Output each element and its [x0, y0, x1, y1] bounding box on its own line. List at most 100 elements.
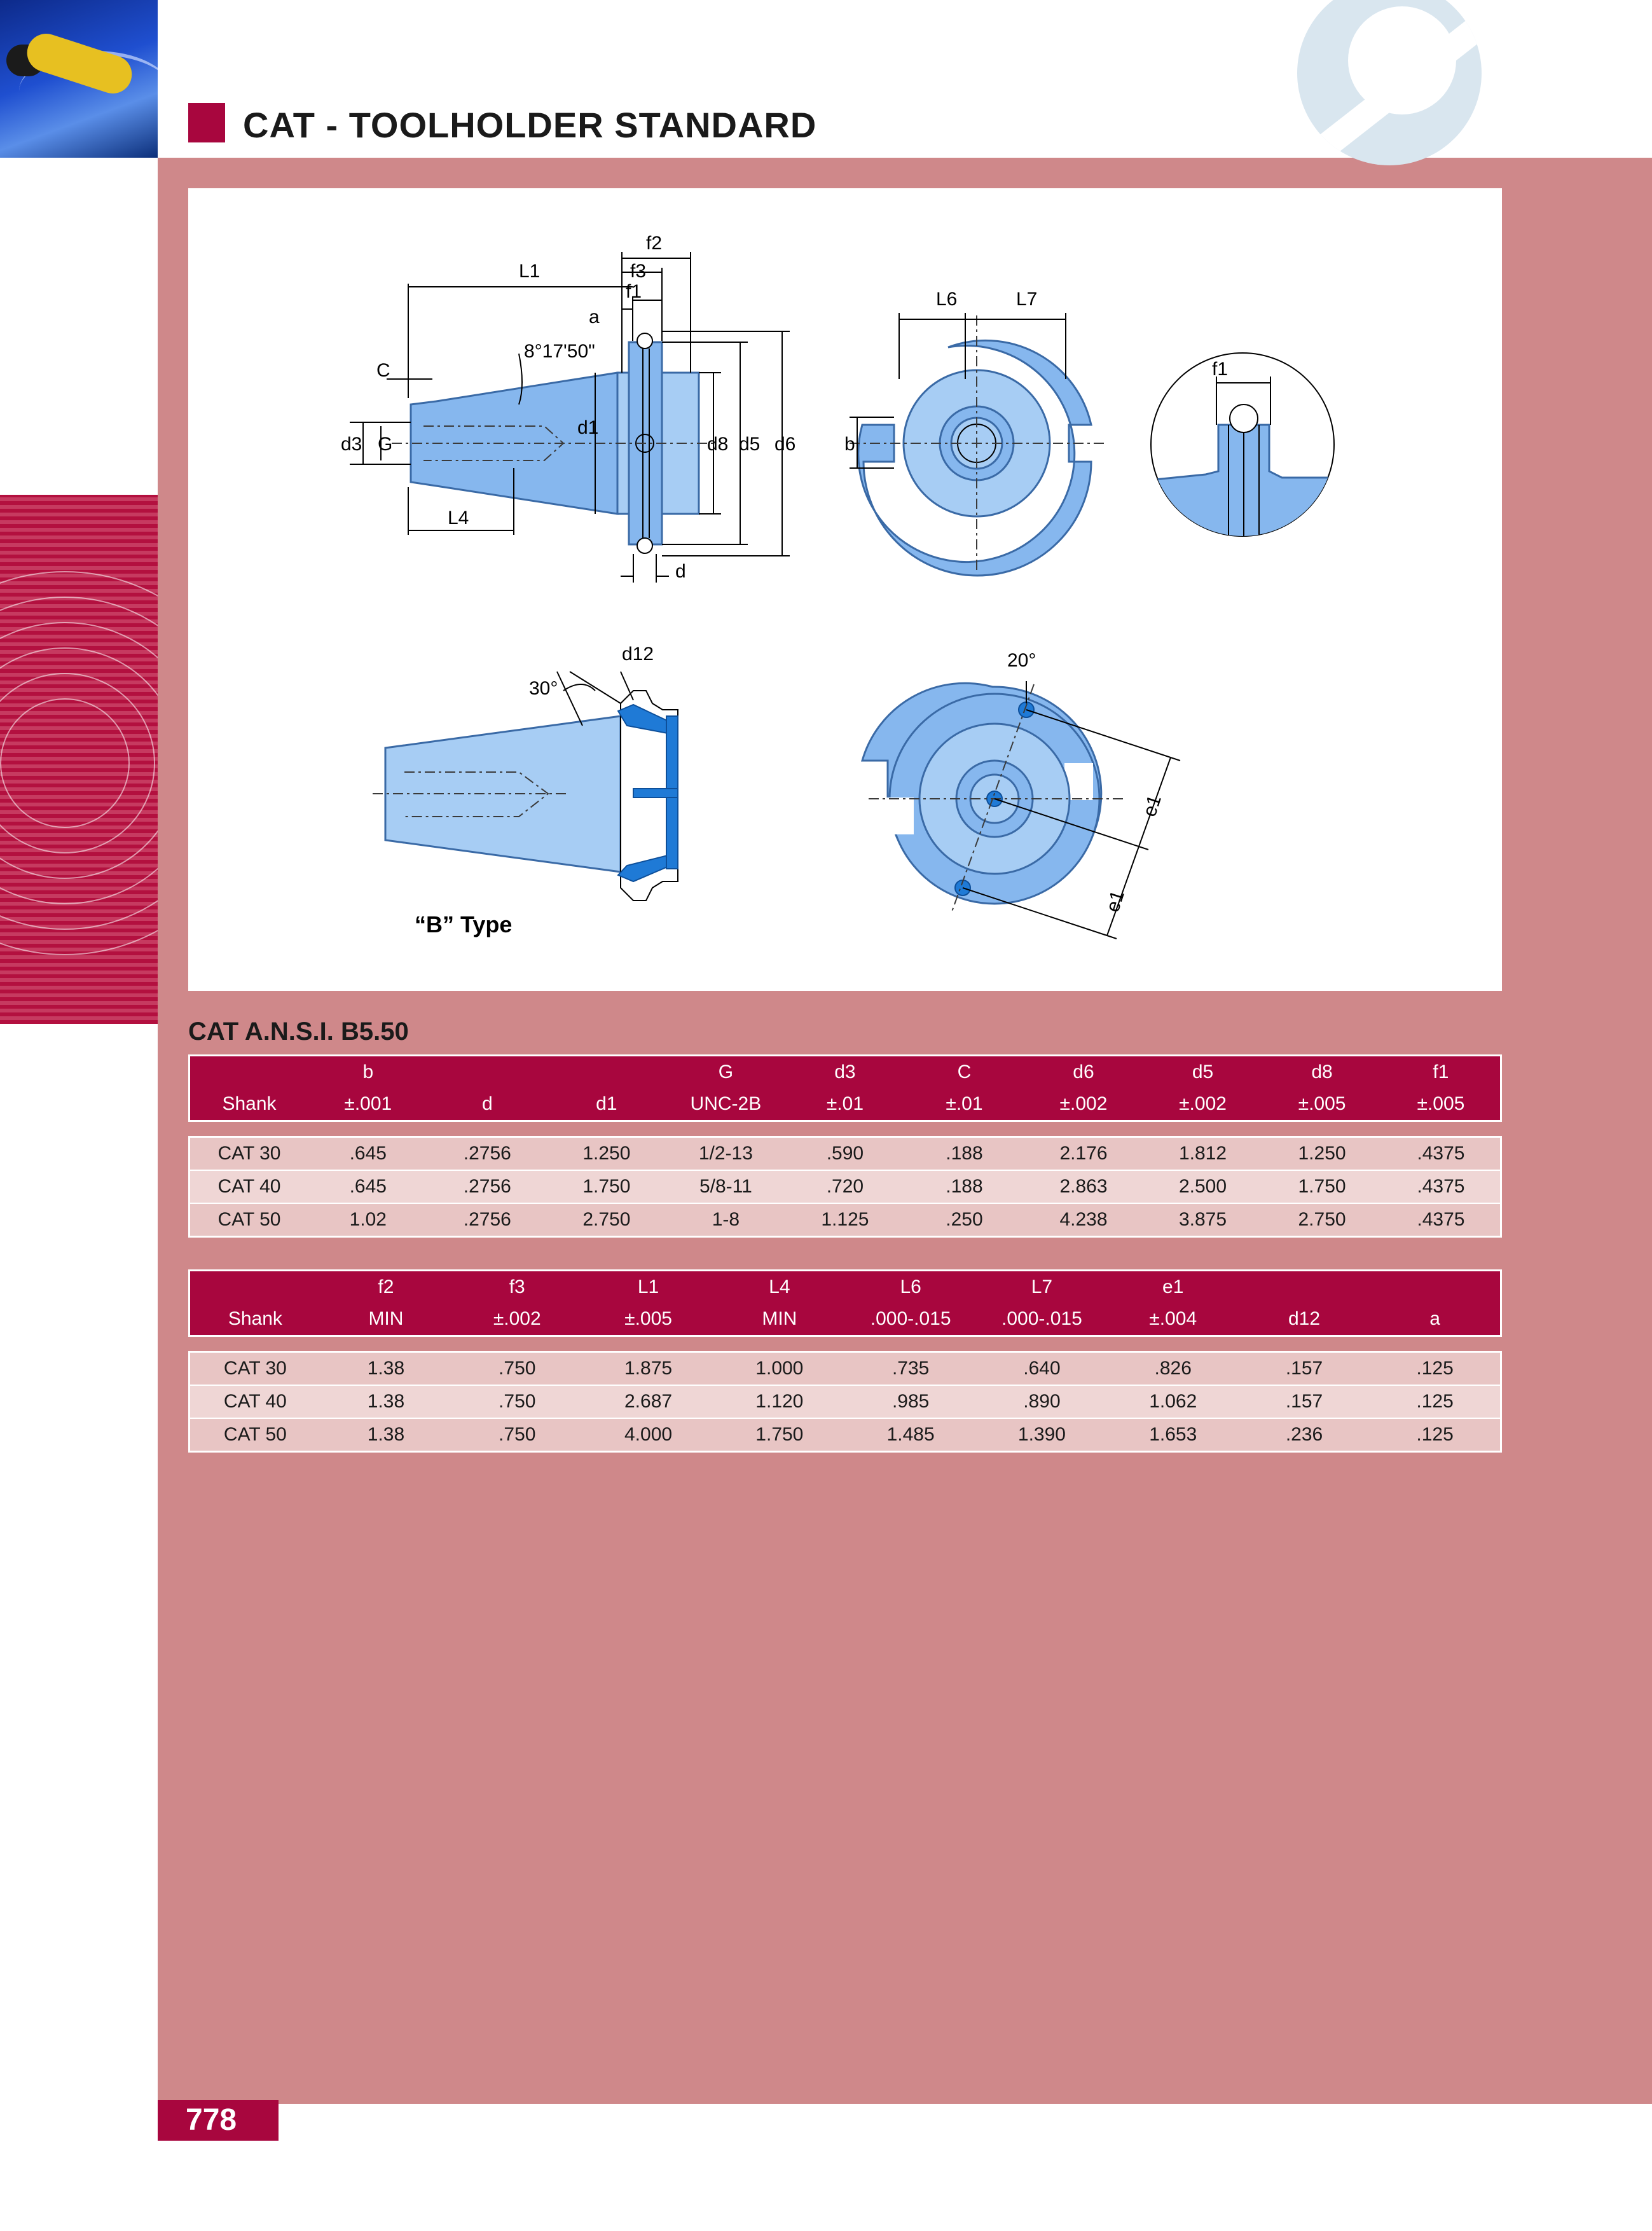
table-cell: 2.750: [547, 1203, 666, 1237]
b-type-caption: “B” Type: [415, 911, 512, 937]
table-cell: .590: [826, 1143, 864, 1164]
table-cell: .125: [1370, 1418, 1501, 1452]
header-cell: ±.002: [493, 1308, 541, 1329]
label-a: a: [589, 307, 600, 328]
label-L1: L1: [519, 261, 540, 282]
table-cell: 2.500: [1143, 1170, 1263, 1203]
table-cell: 1.390: [976, 1418, 1108, 1452]
table-cell: 1.120: [713, 1385, 845, 1418]
header-cell: ±.002: [1179, 1093, 1227, 1114]
table-cell: 1.875: [624, 1358, 673, 1379]
table-cell: 1.38: [367, 1358, 405, 1379]
header-cell: f2: [378, 1276, 394, 1297]
table-cell: 1.38: [320, 1385, 452, 1418]
label-f1: f1: [626, 281, 642, 302]
header-cell: [547, 1056, 666, 1089]
header-cell: ±.005: [1417, 1093, 1465, 1114]
label-d3: d3: [341, 434, 362, 455]
table-cell: 1/2-13: [698, 1143, 753, 1164]
header-cell: d1: [596, 1093, 617, 1114]
header-cell: a: [1429, 1308, 1440, 1329]
header-cell: L6: [900, 1276, 921, 1297]
page-number: 778: [158, 2100, 279, 2141]
label-d5: d5: [739, 434, 760, 455]
table-cell: .188: [904, 1170, 1024, 1203]
table-cell: .236: [1238, 1418, 1370, 1452]
label-angle20: 20°: [1007, 650, 1036, 671]
label-C: C: [376, 360, 390, 381]
technical-drawing-panel: f2 L1 f3 f1 a 8°17'50" C d1 d3 G d8 d5 d…: [188, 188, 1502, 991]
page-title: CAT - TOOLHOLDER STANDARD: [243, 105, 817, 145]
table-2-header: f2 f3 L1 L4 L6 L7 e1 Shank MIN ±.002 ±.0…: [188, 1269, 1502, 1337]
header-cell: L1: [637, 1276, 659, 1297]
decorative-wave-band: [0, 495, 158, 1024]
label-f2: f2: [646, 233, 662, 254]
header-cell: f1: [1433, 1061, 1449, 1082]
header-cell: ±.01: [826, 1093, 864, 1114]
table-cell: 4.238: [1024, 1203, 1143, 1237]
header-cell: MIN: [762, 1308, 797, 1329]
table-cell: 1.38: [320, 1418, 452, 1452]
table-cell: .750: [451, 1385, 583, 1418]
table-cell: 1.653: [1107, 1418, 1239, 1452]
label-L6: L6: [936, 289, 957, 310]
table-cell: 1.000: [755, 1358, 804, 1379]
label-L7: L7: [1016, 289, 1037, 310]
table-cell: .125: [1370, 1385, 1501, 1418]
table-cell: 3.875: [1143, 1203, 1263, 1237]
table-cell: 1.125: [785, 1203, 905, 1237]
label-e1-a: e1: [1139, 792, 1166, 819]
side-view: f2 L1 f3 f1 a 8°17'50" C d1 d3 G d8 d5 d…: [341, 233, 795, 583]
table-cell: 2.176: [1059, 1143, 1108, 1164]
header-cell: UNC-2B: [690, 1093, 762, 1114]
table-cell: .735: [891, 1358, 930, 1379]
table-cell: .2756: [427, 1170, 547, 1203]
table-cell: .2756: [463, 1143, 511, 1164]
front-view: L6 L7 b: [844, 289, 1104, 577]
table-cell: CAT 30: [223, 1358, 287, 1379]
table-cell: 2.863: [1024, 1170, 1143, 1203]
b-type-view: d12 30° “B” Type: [373, 644, 678, 937]
header-cell: L7: [1031, 1276, 1053, 1297]
header-cell: L4: [769, 1276, 790, 1297]
table-cell: .985: [844, 1385, 977, 1418]
header-cell: .000-.015: [870, 1308, 951, 1329]
header-cell: ±.001: [344, 1093, 392, 1114]
header-cell: MIN: [368, 1308, 404, 1329]
header-cell: f3: [509, 1276, 525, 1297]
table-cell: .157: [1285, 1358, 1323, 1379]
table-row: CAT 50 1.02 .2756 2.750 1-8 1.125 .250 4…: [189, 1203, 1501, 1237]
table-cell: .890: [976, 1385, 1108, 1418]
table-cell: CAT 50: [189, 1418, 320, 1452]
title-marker: [188, 103, 225, 142]
header-cell: [428, 1056, 547, 1089]
header-cell: Shank: [228, 1308, 282, 1329]
header-cell: ±.005: [624, 1308, 672, 1329]
table-cell: .157: [1238, 1385, 1370, 1418]
detail-view: f1: [1150, 352, 1335, 537]
table-row: CAT 30 .645 .2756 1.250 1/2-13 .590 .188…: [189, 1136, 1501, 1170]
table-cell: 1.02: [308, 1203, 428, 1237]
table-cell: .188: [946, 1143, 983, 1164]
table-cell: 4.000: [582, 1418, 714, 1452]
table-cell: CAT 50: [189, 1203, 309, 1237]
coolant-view: 20° e1 e1: [861, 650, 1181, 939]
header-cell: d: [481, 1093, 493, 1114]
label-angle30: 30°: [529, 678, 558, 699]
header-cell: Shank: [222, 1093, 277, 1114]
table-1-body: CAT 30 .645 .2756 1.250 1/2-13 .590 .188…: [188, 1136, 1502, 1238]
table-2-body: CAT 30 1.38 .750 1.875 1.000 .735 .640 .…: [188, 1351, 1502, 1453]
header-cell: [189, 1271, 320, 1304]
table-cell: .750: [451, 1418, 583, 1452]
header-cell: ±.004: [1149, 1308, 1197, 1329]
header-cell: G: [718, 1061, 734, 1082]
header-cell: [1370, 1271, 1501, 1304]
header-photo: [0, 0, 158, 158]
header-cell: [1239, 1271, 1370, 1304]
table-row: CAT 30 1.38 .750 1.875 1.000 .735 .640 .…: [189, 1351, 1501, 1385]
header-cell: ±.01: [946, 1093, 983, 1114]
table-cell: .4375: [1417, 1143, 1465, 1164]
table-1-header: b G d3 C d6 d5 d8 f1 Shank ±.001 d d1 UN…: [188, 1054, 1502, 1122]
table-cell: CAT 40: [189, 1170, 309, 1203]
table-cell: 1-8: [666, 1203, 786, 1237]
